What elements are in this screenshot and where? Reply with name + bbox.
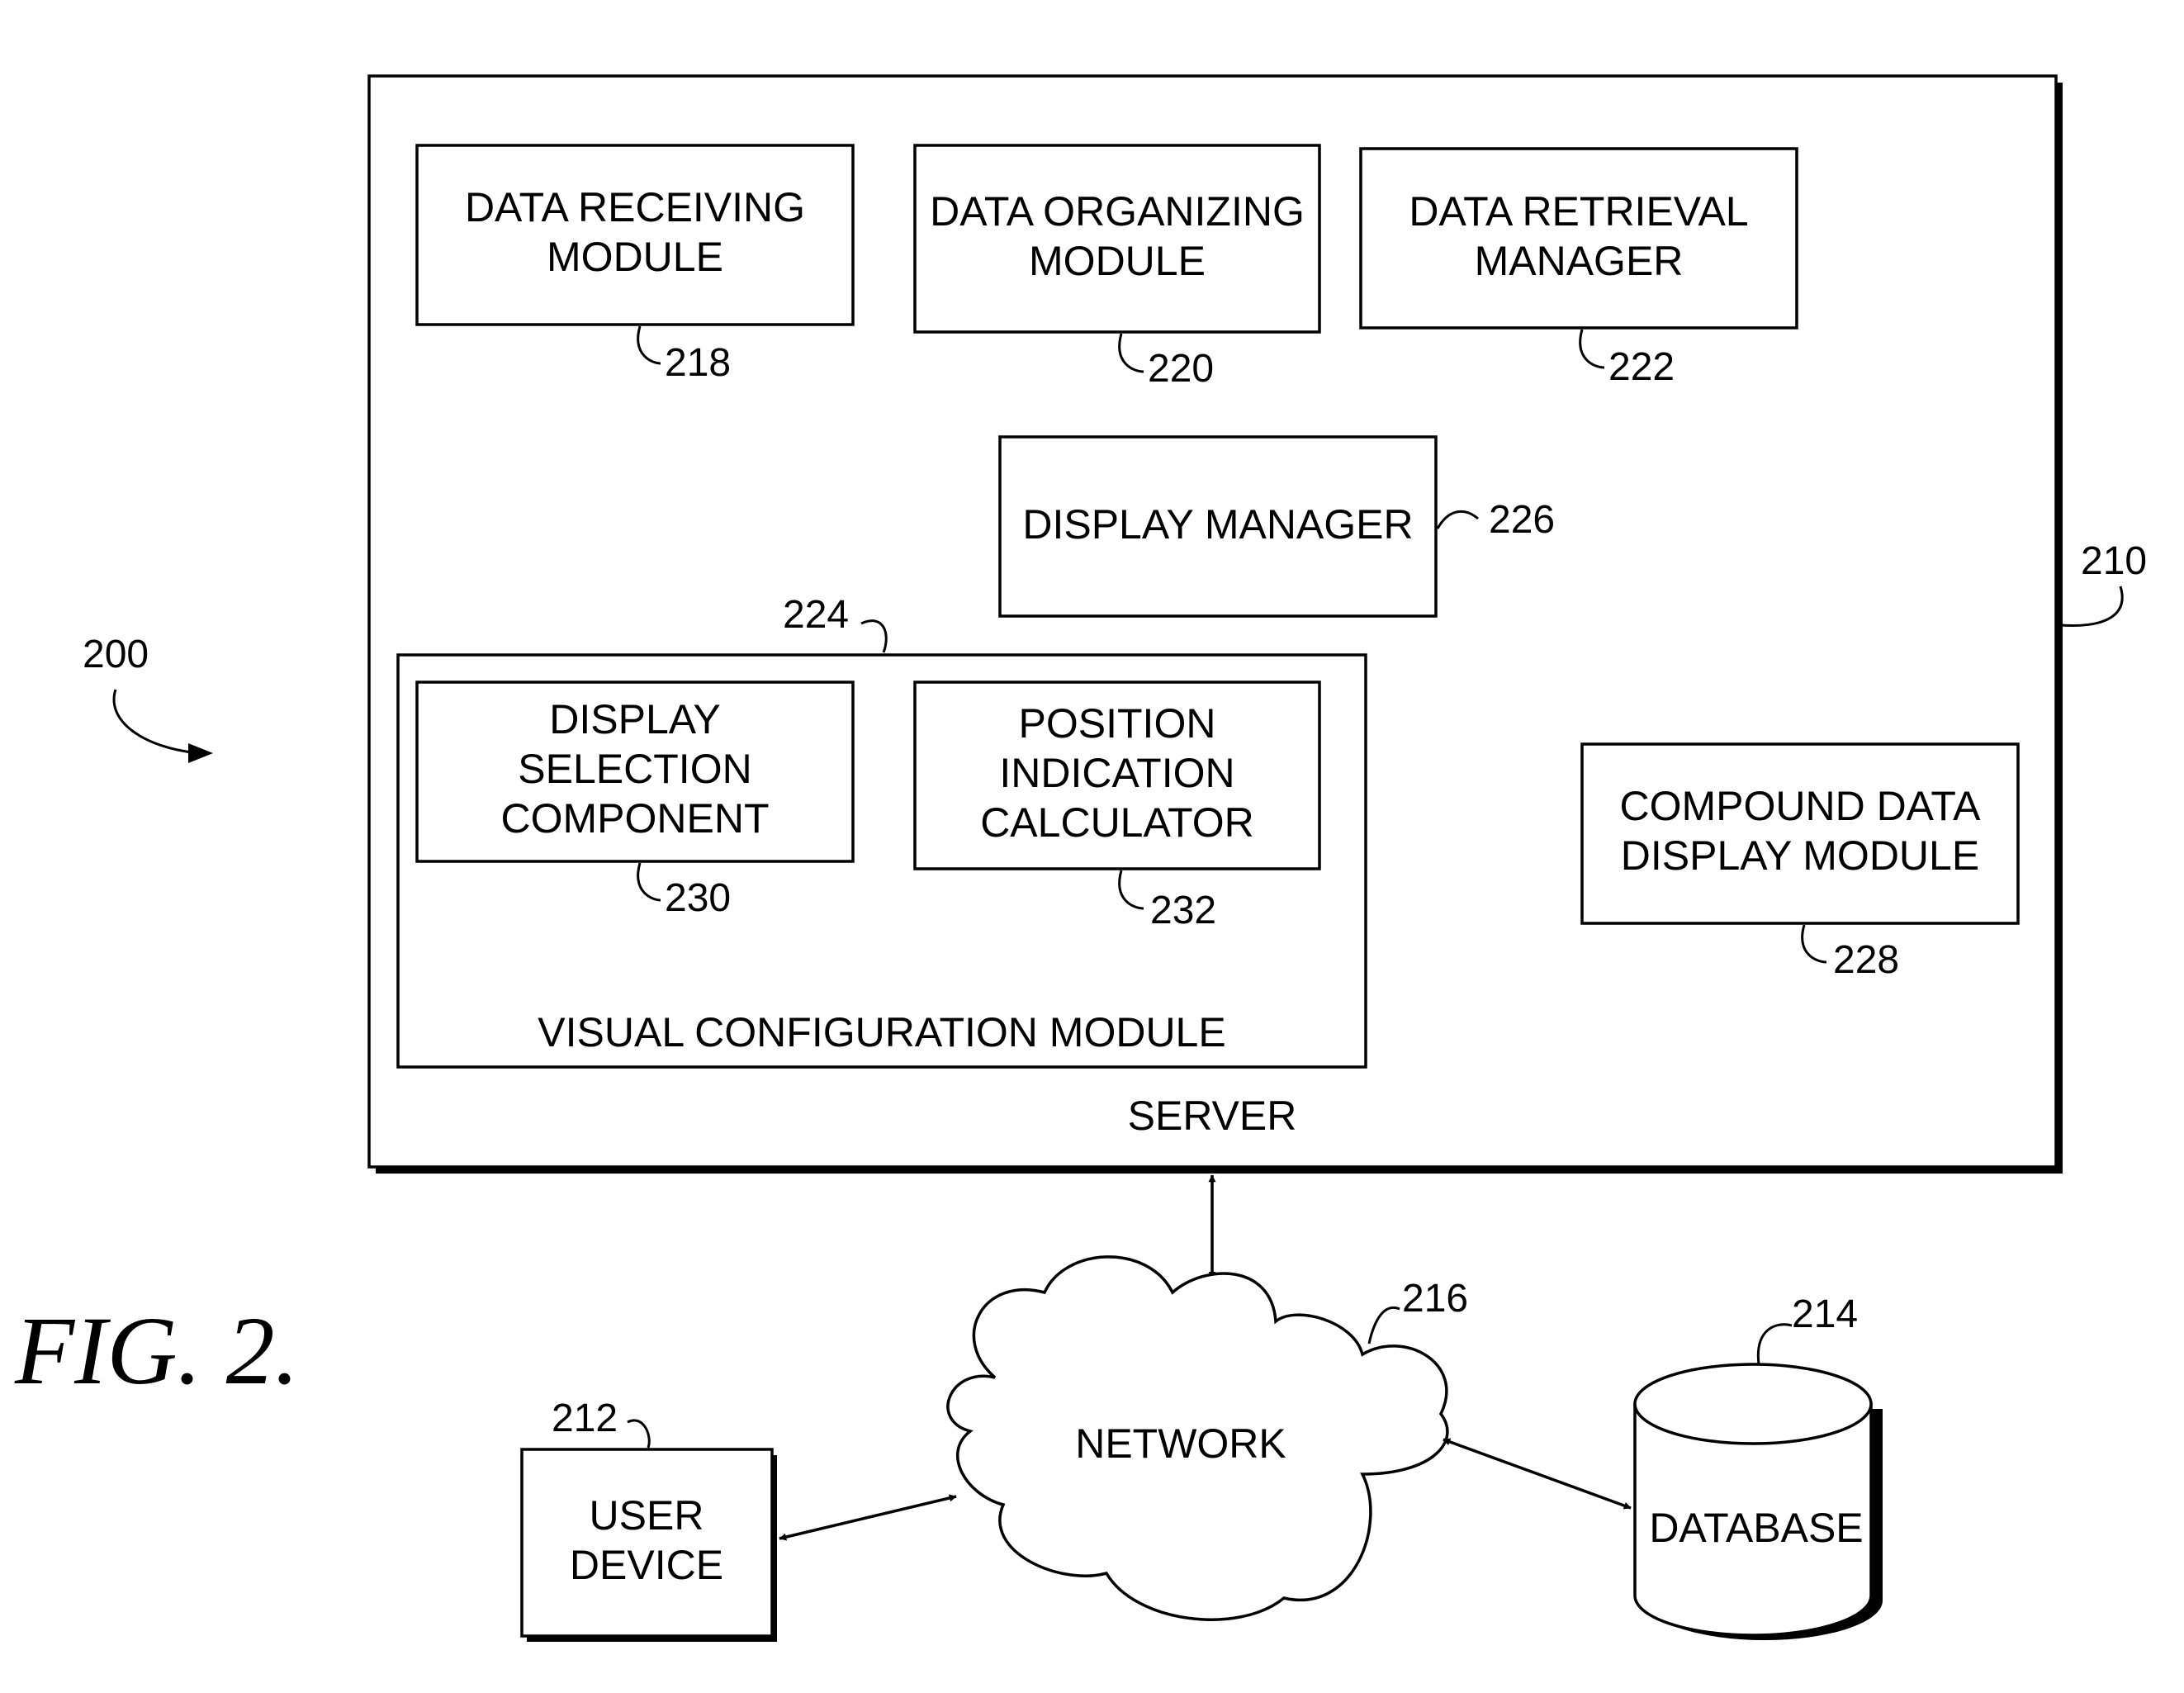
network-cloud: NETWORK 216 [948,1257,1468,1619]
display-manager-line1: DISPLAY MANAGER [1022,501,1413,548]
user-device: USER DEVICE 212 [522,1397,777,1642]
visual-configuration-module: VISUAL CONFIGURATION MODULE 224 DISPLAY … [398,593,1366,1067]
data-retrieval-ref: 222 [1608,345,1675,389]
system-ref-200: 200 [83,633,213,763]
data-retrieval-line1: DATA RETRIEVAL [1409,188,1748,235]
database-cylinder: DATABASE 214 [1635,1292,1883,1640]
server-ref: 210 [2081,539,2147,583]
user-device-ref: 212 [552,1397,618,1440]
compound-data-line2: DISPLAY MODULE [1621,832,1979,879]
network-ref-leader [1369,1307,1400,1344]
system-ref-label: 200 [83,633,149,676]
user-device-line2: DEVICE [570,1542,723,1588]
position-indication-line1: POSITION [1019,700,1216,747]
network-database-connector [1443,1439,1631,1508]
display-selection-line1: DISPLAY [549,696,721,742]
data-organizing-line2: MODULE [1029,238,1206,284]
position-indication-ref: 232 [1150,889,1216,932]
position-indication-line3: CALCULATOR [980,799,1254,846]
database-ref-leader [1758,1325,1792,1364]
data-organizing-line1: DATA ORGANIZING [930,188,1305,235]
visual-configuration-label: VISUAL CONFIGURATION MODULE [538,1009,1225,1055]
network-ref: 216 [1402,1277,1468,1321]
display-selection-line2: SELECTION [518,746,751,792]
user-device-ref-leader [628,1420,649,1448]
data-receiving-line1: DATA RECEIVING [465,184,805,230]
user-device-line1: USER [590,1492,704,1539]
server-label: SERVER [1128,1093,1297,1139]
server-ref-leader [2061,586,2122,625]
user-device-network-connector [779,1496,956,1539]
display-manager-ref: 226 [1489,498,1555,542]
system-ref-leader [114,690,198,753]
data-receiving-line2: MODULE [547,234,723,280]
compound-data-ref: 228 [1833,938,1899,982]
network-label: NETWORK [1075,1420,1286,1467]
database-ref: 214 [1792,1292,1858,1336]
data-receiving-ref: 218 [665,341,731,385]
compound-data-line1: COMPOUND DATA [1619,783,1981,829]
display-selection-line3: COMPONENT [501,795,770,842]
database-label: DATABASE [1649,1505,1863,1551]
figure-label: FIG. 2. [14,1297,299,1405]
system-ref-arrowhead [188,743,213,763]
position-indication-line2: INDICATION [999,750,1234,796]
visual-configuration-ref: 224 [783,593,849,637]
data-retrieval-line2: MANAGER [1475,238,1684,284]
data-organizing-ref: 220 [1148,347,1214,391]
display-selection-ref: 230 [665,876,731,920]
